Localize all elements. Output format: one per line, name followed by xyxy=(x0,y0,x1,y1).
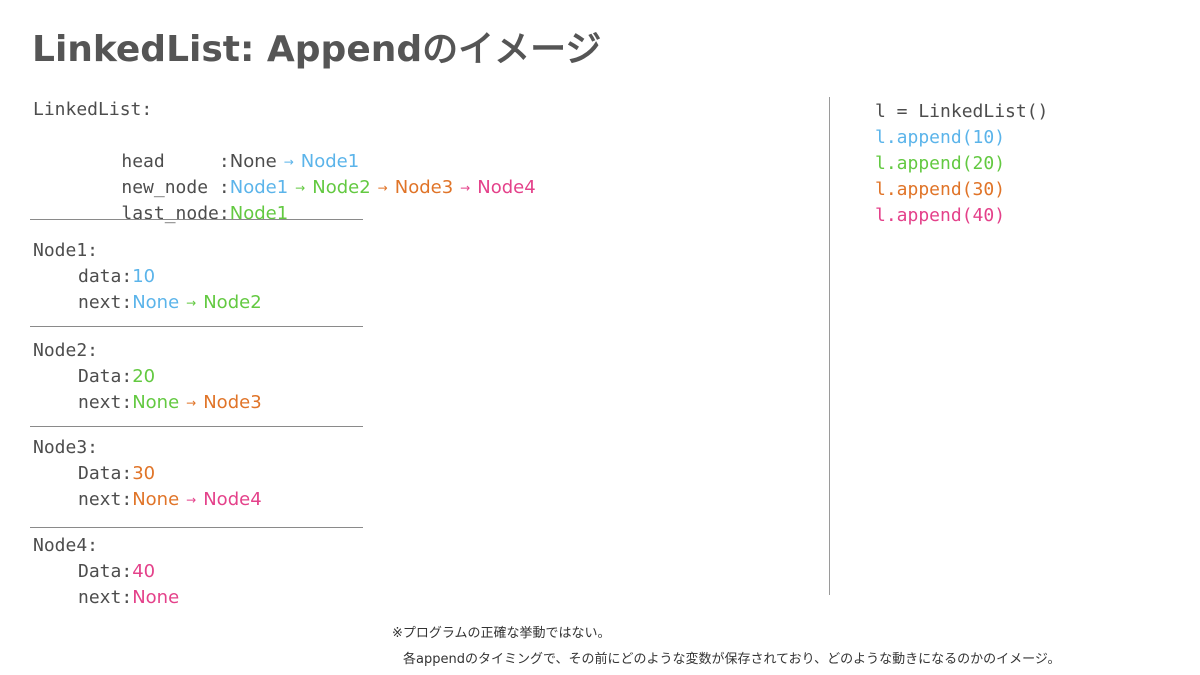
divider xyxy=(30,219,363,220)
node-data-row: data:10 xyxy=(33,264,262,290)
value-token: Node3 xyxy=(394,177,454,198)
code-line: l = LinkedList() xyxy=(875,101,1049,122)
divider xyxy=(30,527,363,528)
node-data-row: Data:20 xyxy=(33,364,262,390)
data-value: 40 xyxy=(132,561,156,582)
node-next-row: next:None → Node2 xyxy=(33,290,262,316)
value-token: None xyxy=(132,489,180,510)
page-title: LinkedList: Appendのイメージ xyxy=(32,29,602,70)
data-label: data: xyxy=(78,266,133,287)
new-node-label: new_node : xyxy=(121,177,230,198)
code-line: l.append(20) xyxy=(875,153,1006,174)
linkedlist-block: LinkedList: head :None→Node1 new_node :N… xyxy=(33,97,536,224)
data-value: 20 xyxy=(132,366,156,387)
next-values: None → Node2 xyxy=(132,292,261,313)
next-label: next: xyxy=(78,587,133,608)
next-label: next: xyxy=(78,292,133,313)
new-node-row: new_node :Node1→Node2→Node3→Node4 xyxy=(33,149,535,198)
node2-block: Node2: Data:20 next:None → Node3 xyxy=(33,338,262,416)
data-value: 30 xyxy=(132,463,156,484)
code-line: l.append(30) xyxy=(875,179,1006,200)
value-token: Node1 xyxy=(229,177,289,198)
node1-block: Node1: data:10 next:None → Node2 xyxy=(33,238,262,316)
arrow-icon: → xyxy=(295,181,306,195)
arrow-icon: → xyxy=(186,296,197,310)
code-panel: l = LinkedList() l.append(10) l.append(2… xyxy=(875,99,1048,229)
code-line: l.append(10) xyxy=(875,127,1006,148)
new-node-values: Node1 → Node2 → Node3 → Node4 xyxy=(230,177,536,198)
value-token: Node1 xyxy=(229,203,289,224)
head-values: None → Node1 xyxy=(230,151,359,172)
value-token: Node2 xyxy=(312,177,371,198)
note-line-1: ※プログラムの正確な挙動ではない。 xyxy=(392,626,611,641)
value-token: None xyxy=(132,392,180,413)
value-token: Node4 xyxy=(203,489,262,510)
value-token: Node1 xyxy=(300,151,360,172)
node4-block: Node4: Data:40 next:None xyxy=(33,533,179,611)
arrow-icon: → xyxy=(186,396,197,410)
divider xyxy=(30,326,363,327)
node-name: Node4: xyxy=(33,535,99,556)
arrow-icon: → xyxy=(377,181,388,195)
next-values: None → Node3 xyxy=(132,392,261,413)
node-name: Node2: xyxy=(33,340,99,361)
node3-block: Node3: Data:30 next:None → Node4 xyxy=(33,435,262,513)
value-token: None xyxy=(132,587,180,608)
value-token: None xyxy=(132,292,180,313)
value-token: None xyxy=(229,151,277,172)
last-node-label: last_node: xyxy=(121,203,230,224)
data-label: Data: xyxy=(78,463,133,484)
value-token: Node4 xyxy=(477,177,536,198)
data-label: Data: xyxy=(78,366,133,387)
node-data-row: Data:30 xyxy=(33,461,262,487)
note-line-2: 各appendのタイミングで、その前にどのような変数が保存されており、どのような… xyxy=(403,652,1061,667)
linkedlist-header: LinkedList: xyxy=(33,99,153,120)
last-node-row: last_node:Node1 xyxy=(33,175,536,224)
node-next-row: next:None → Node4 xyxy=(33,487,262,513)
node-name: Node1: xyxy=(33,240,99,261)
value-token: Node2 xyxy=(203,292,262,313)
arrow-icon: → xyxy=(186,493,197,507)
node-next-row: next:None → Node3 xyxy=(33,390,262,416)
node-data-row: Data:40 xyxy=(33,559,179,585)
vertical-divider xyxy=(829,97,830,595)
data-value: 10 xyxy=(132,266,156,287)
next-label: next: xyxy=(78,489,133,510)
next-values: None xyxy=(132,587,179,608)
next-label: next: xyxy=(78,392,133,413)
arrow-icon: → xyxy=(283,155,294,169)
arrow-icon: → xyxy=(460,181,471,195)
last-node-values: Node1 xyxy=(230,203,288,224)
divider xyxy=(30,426,363,427)
node-next-row: next:None xyxy=(33,585,179,611)
code-line: l.append(40) xyxy=(875,205,1006,226)
value-token: Node3 xyxy=(203,392,262,413)
head-label: head : xyxy=(121,151,230,172)
node-name: Node3: xyxy=(33,437,99,458)
next-values: None → Node4 xyxy=(132,489,261,510)
head-row: head :None → Node1 xyxy=(33,123,536,172)
data-label: Data: xyxy=(78,561,133,582)
